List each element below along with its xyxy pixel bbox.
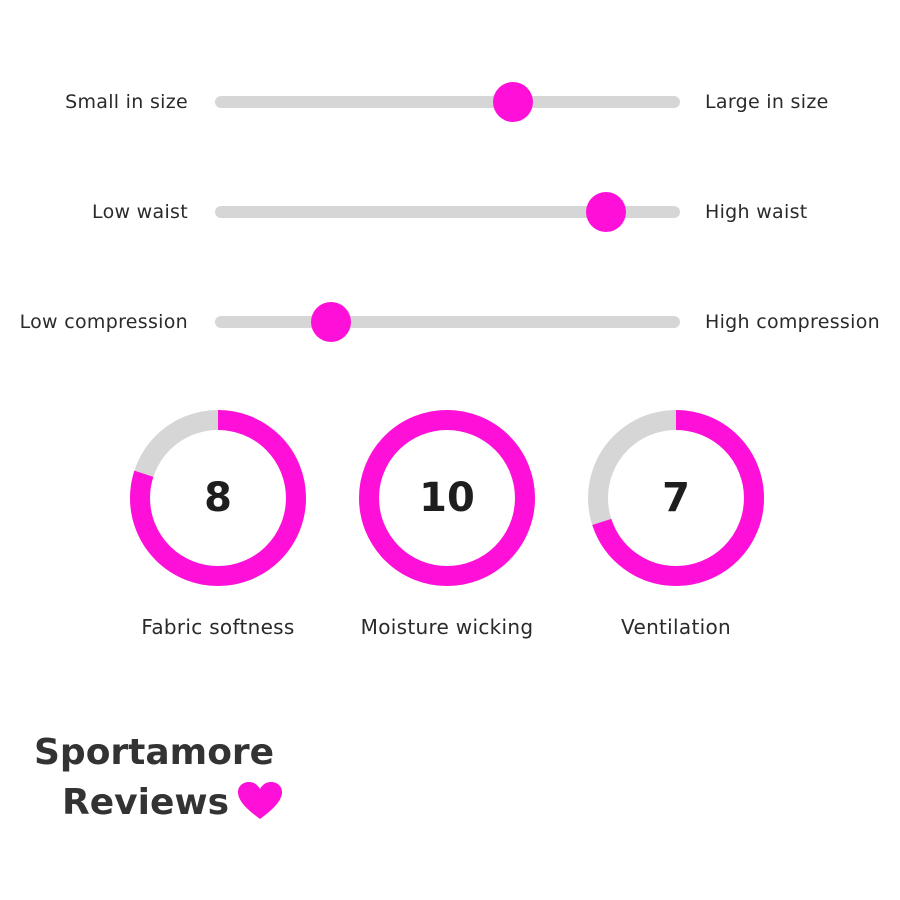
brand-logo-line1: Sportamore <box>34 732 275 773</box>
waist-slider-row: Low waist High waist <box>0 187 900 237</box>
fabric-softness-gauge: 8 <box>128 408 308 588</box>
compression-slider-left-label: Low compression <box>19 311 188 333</box>
moisture-wicking-gauge: 10 <box>357 408 537 588</box>
moisture-wicking-ring-fill <box>359 410 535 586</box>
ventilation-ring-fill <box>588 410 764 586</box>
waist-slider-left-label: Low waist <box>92 201 188 223</box>
ventilation-score: 7 <box>662 475 690 521</box>
moisture-wicking-score: 10 <box>419 475 475 521</box>
size-slider-right-label: Large in size <box>705 91 829 113</box>
size-slider-row: Small in size Large in size <box>0 77 900 127</box>
brand-logo-line2: Reviews <box>62 778 283 828</box>
waist-slider-right-label: High waist <box>705 201 808 223</box>
waist-slider-track[interactable] <box>215 192 680 232</box>
moisture-wicking-label: Moisture wicking <box>360 615 534 639</box>
fabric-softness-label: Fabric softness <box>141 615 295 639</box>
compression-slider-track[interactable] <box>215 302 680 342</box>
size-slider-left-label: Small in size <box>65 91 188 113</box>
ventilation-gauge: 7 <box>586 408 766 588</box>
waist-slider-thumb[interactable] <box>585 192 626 232</box>
ventilation-label: Ventilation <box>621 615 731 639</box>
fabric-softness-ring-fill <box>130 410 306 586</box>
fabric-softness-ring <box>130 410 306 586</box>
compression-slider-thumb[interactable] <box>311 302 352 342</box>
fabric-softness-score: 8 <box>204 475 232 521</box>
size-slider-track[interactable] <box>215 82 680 122</box>
compression-slider-right-label: High compression <box>705 311 880 333</box>
brand-logo-reviews: Reviews <box>62 782 230 823</box>
heart-icon <box>238 782 283 819</box>
ventilation-ring <box>588 410 764 586</box>
size-slider-thumb[interactable] <box>492 82 533 122</box>
compression-slider-row: Low compression High compression <box>0 297 900 347</box>
moisture-wicking-ring <box>359 410 535 586</box>
